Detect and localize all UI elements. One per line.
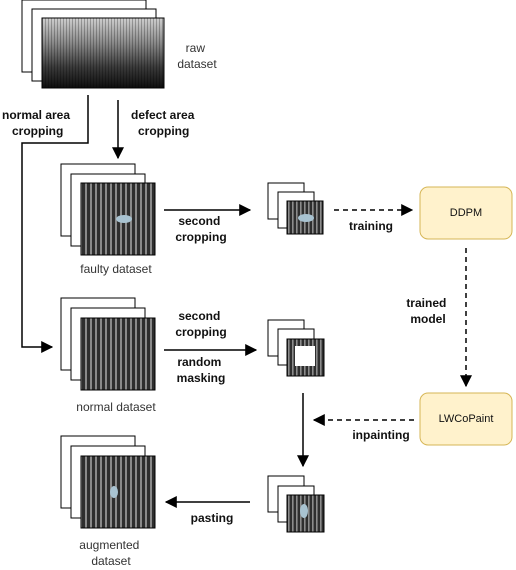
faulty-dataset-stack <box>60 163 156 256</box>
inpainted-defect <box>110 486 118 498</box>
ddpm-label: DDPM <box>450 207 482 219</box>
mask-square <box>295 346 315 366</box>
faulty-dataset-caption: faulty dataset <box>80 262 152 276</box>
second-cropping-label-mid: second cropping <box>175 309 226 339</box>
pasting-label: pasting <box>191 511 234 525</box>
augmented-dataset-caption: augmented dataset <box>79 538 142 568</box>
raw-dataset-caption: raw dataset <box>177 41 217 71</box>
trained-model-label: trained model <box>406 296 449 326</box>
normal-dataset-image <box>80 317 156 391</box>
normal-area-cropping-arrow <box>21 95 89 353</box>
defect-spot <box>116 215 132 223</box>
normal-dataset-caption: normal dataset <box>76 400 156 414</box>
inpainting-label: inpainting <box>352 428 409 442</box>
random-masking-label: random masking <box>177 355 226 385</box>
training-label: training <box>349 219 393 233</box>
lwcopaint-label: LWCoPaint <box>439 413 494 425</box>
defect-area-cropping-label: defect area cropping <box>131 108 198 138</box>
raw-dataset-stack <box>21 0 165 89</box>
cropped-faulty-stack <box>267 182 324 235</box>
masked-crop-image <box>286 338 325 377</box>
inpainted-crop-stack <box>267 475 325 533</box>
masked-crop-stack <box>267 319 325 377</box>
augmented-dataset-stack <box>60 435 156 529</box>
normal-area-cropping-label: normal area cropping <box>2 108 73 138</box>
normal-dataset-stack <box>60 297 156 391</box>
ddpm-box: DDPM <box>419 186 513 240</box>
lwcopaint-box: LWCoPaint <box>419 392 513 446</box>
second-cropping-label-top: second cropping <box>175 214 226 244</box>
